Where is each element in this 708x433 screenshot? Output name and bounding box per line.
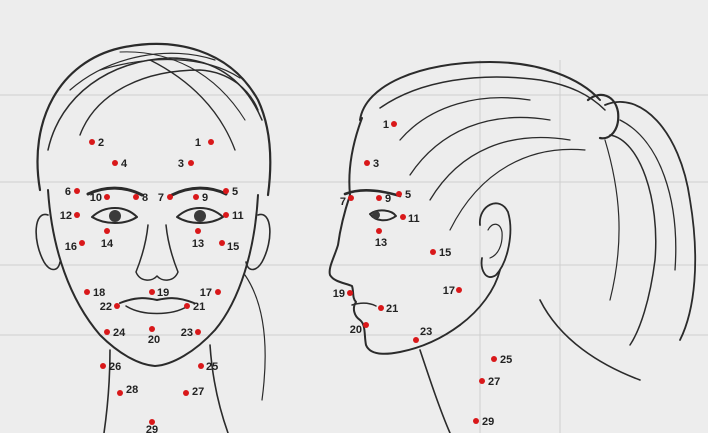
side-marker-15: 15 bbox=[430, 247, 451, 259]
front-marker-25: 25 bbox=[198, 361, 218, 373]
front-marker-8: 8 bbox=[133, 192, 148, 204]
side-marker-3: 3 bbox=[364, 158, 379, 170]
side-marker-5: 5 bbox=[396, 189, 411, 201]
front-marker-label: 27 bbox=[192, 386, 204, 398]
side-marker-label: 27 bbox=[488, 376, 500, 388]
side-marker-20: 20 bbox=[350, 322, 369, 336]
front-marker-22: 22 bbox=[100, 301, 120, 313]
front-marker-7: 7 bbox=[158, 192, 173, 204]
front-marker-12: 12 bbox=[60, 210, 80, 222]
side-marker-label: 1 bbox=[383, 119, 389, 131]
side-marker-7: 7 bbox=[340, 195, 354, 208]
front-marker-label: 2 bbox=[98, 137, 104, 149]
front-marker-label: 21 bbox=[193, 301, 205, 313]
front-marker-27: 27 bbox=[183, 386, 204, 398]
front-marker-label: 19 bbox=[157, 287, 169, 299]
front-marker-28: 28 bbox=[117, 384, 138, 396]
side-marker-label: 11 bbox=[408, 213, 420, 225]
front-marker-label: 1 bbox=[195, 137, 201, 149]
front-marker-18: 18 bbox=[84, 287, 105, 299]
front-marker-13: 13 bbox=[192, 228, 204, 250]
front-marker-label: 15 bbox=[227, 241, 239, 253]
front-marker-23: 23 bbox=[181, 327, 201, 339]
side-view-markers: 1 3 5 7 9 11 13 15 17 19 20 21 23 25 27 … bbox=[333, 119, 513, 428]
front-marker-label: 3 bbox=[178, 158, 184, 170]
front-marker-label: 4 bbox=[121, 158, 128, 170]
side-marker-23: 23 bbox=[413, 326, 432, 343]
front-marker-label: 22 bbox=[100, 301, 112, 313]
front-marker-label: 7 bbox=[158, 192, 164, 204]
side-marker-label: 25 bbox=[500, 354, 512, 366]
side-marker-label: 5 bbox=[405, 189, 411, 201]
side-marker-label: 13 bbox=[375, 237, 387, 249]
guide-lines bbox=[0, 60, 708, 433]
front-marker-label: 28 bbox=[126, 384, 138, 396]
side-marker-29: 29 bbox=[473, 416, 494, 428]
side-marker-13: 13 bbox=[375, 228, 387, 249]
front-marker-label: 18 bbox=[93, 287, 105, 299]
side-marker-9: 9 bbox=[376, 193, 391, 205]
side-marker-21: 21 bbox=[378, 303, 398, 315]
front-marker-16: 16 bbox=[65, 240, 85, 253]
side-marker-label: 20 bbox=[350, 324, 362, 336]
front-marker-label: 9 bbox=[202, 192, 208, 204]
front-marker-19: 19 bbox=[149, 287, 169, 299]
side-marker-label: 29 bbox=[482, 416, 494, 428]
side-marker-label: 21 bbox=[386, 303, 398, 315]
front-marker-24: 24 bbox=[104, 327, 126, 339]
front-marker-label: 25 bbox=[206, 361, 218, 373]
front-marker-label: 14 bbox=[101, 238, 114, 250]
front-marker-29: 29 bbox=[146, 419, 158, 433]
front-marker-label: 26 bbox=[109, 361, 121, 373]
side-marker-label: 3 bbox=[373, 158, 379, 170]
front-marker-label: 17 bbox=[200, 287, 212, 299]
front-view-markers: 1 2 3 4 5 6 7 8 9 10 11 12 13 14 15 16 1… bbox=[60, 137, 244, 433]
side-marker-25: 25 bbox=[491, 354, 512, 366]
front-marker-26: 26 bbox=[100, 361, 121, 373]
side-marker-label: 9 bbox=[385, 193, 391, 205]
side-marker-label: 23 bbox=[420, 326, 432, 338]
front-marker-label: 5 bbox=[232, 186, 238, 198]
front-marker-label: 20 bbox=[148, 334, 160, 346]
front-marker-1: 1 bbox=[195, 137, 214, 149]
side-marker-1: 1 bbox=[383, 119, 397, 131]
side-marker-19: 19 bbox=[333, 288, 353, 300]
front-marker-label: 12 bbox=[60, 210, 72, 222]
front-marker-label: 8 bbox=[142, 192, 148, 204]
front-marker-label: 13 bbox=[192, 238, 204, 250]
side-marker-label: 17 bbox=[443, 285, 455, 297]
front-marker-9: 9 bbox=[193, 192, 208, 204]
side-marker-27: 27 bbox=[479, 376, 500, 388]
side-marker-label: 19 bbox=[333, 288, 345, 300]
front-marker-6: 6 bbox=[65, 186, 80, 198]
front-marker-14: 14 bbox=[101, 228, 114, 250]
front-marker-15: 15 bbox=[219, 240, 239, 253]
front-marker-3: 3 bbox=[178, 158, 194, 170]
front-marker-21: 21 bbox=[184, 301, 205, 313]
front-marker-label: 6 bbox=[65, 186, 71, 198]
side-face-sketch bbox=[328, 61, 697, 433]
front-marker-label: 23 bbox=[181, 327, 193, 339]
front-marker-label: 29 bbox=[146, 424, 158, 433]
side-marker-11: 11 bbox=[400, 213, 420, 225]
front-marker-label: 11 bbox=[232, 210, 244, 222]
front-marker-10: 10 bbox=[90, 192, 110, 204]
front-marker-11: 11 bbox=[223, 210, 244, 222]
front-marker-4: 4 bbox=[112, 158, 128, 170]
front-marker-label: 16 bbox=[65, 241, 77, 253]
side-marker-label: 15 bbox=[439, 247, 451, 259]
front-marker-label: 24 bbox=[113, 327, 126, 339]
side-marker-17: 17 bbox=[443, 285, 462, 297]
front-marker-17: 17 bbox=[200, 287, 221, 299]
front-marker-label: 10 bbox=[90, 192, 102, 204]
front-face-sketch bbox=[35, 42, 272, 433]
front-marker-20: 20 bbox=[148, 326, 160, 346]
front-marker-5: 5 bbox=[223, 186, 238, 198]
front-marker-2: 2 bbox=[89, 137, 104, 149]
side-marker-label: 7 bbox=[340, 196, 346, 208]
